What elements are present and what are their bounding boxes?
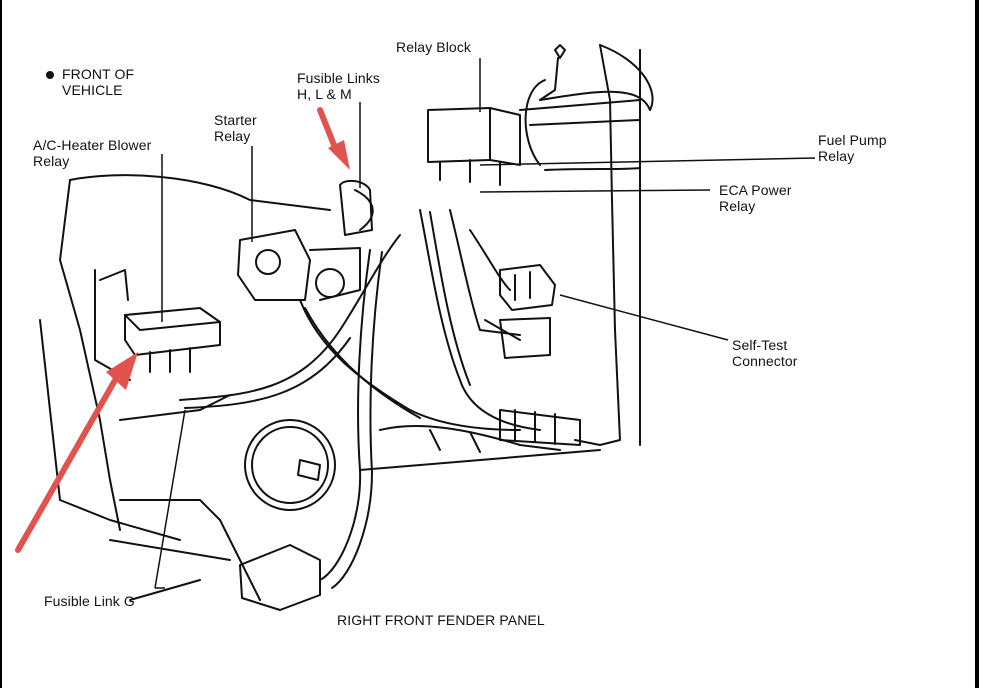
label-fusible-link-g: Fusible Link G bbox=[44, 593, 135, 609]
starter-relay-body bbox=[237, 229, 311, 301]
label-relay-block: Relay Block bbox=[396, 39, 472, 55]
label-self-test-connector: Self-Test Connector bbox=[732, 337, 798, 369]
grommet-ring bbox=[244, 419, 336, 511]
leader-eca-power bbox=[479, 189, 711, 193]
label-right-front-fender-panel: RIGHT FRONT FENDER PANEL bbox=[337, 612, 545, 628]
leader-lines bbox=[154, 58, 816, 589]
fusible-links-body bbox=[339, 179, 373, 236]
label-starter-relay: Starter Relay bbox=[214, 112, 257, 144]
frame-border-left bbox=[0, 0, 2, 688]
lower-box bbox=[239, 544, 321, 611]
arrow-fusible-links-head bbox=[328, 140, 350, 170]
label-eca-power-relay: ECA Power Relay bbox=[719, 182, 792, 214]
frame-border-right bbox=[975, 0, 979, 688]
firewall-outline bbox=[574, 44, 621, 446]
leader-fusible-link-g bbox=[154, 409, 186, 589]
red-arrows bbox=[15, 107, 350, 553]
label-fusible-links: Fusible Links H, L & M bbox=[297, 70, 381, 102]
arrow-fusible-links-shaft bbox=[317, 107, 339, 153]
label-front-of-vehicle: FRONT OF VEHICLE bbox=[62, 66, 135, 98]
main-harness bbox=[179, 234, 401, 401]
leader-fuel-pump bbox=[479, 157, 816, 166]
self-test-connector-body bbox=[499, 264, 556, 311]
front-bullet-icon bbox=[46, 71, 54, 79]
arrow-ac-blower-head bbox=[106, 352, 138, 390]
arrow-ac-blower-shaft bbox=[15, 372, 121, 553]
label-ac-heater-blower-relay: A/C-Heater Blower Relay bbox=[33, 137, 152, 169]
fender-panel-outline bbox=[69, 174, 331, 211]
ac-blower-relay-body bbox=[124, 307, 221, 356]
label-fuel-pump-relay: Fuel Pump Relay bbox=[818, 132, 887, 164]
relay-block-body bbox=[427, 107, 491, 163]
leader-self-test bbox=[559, 294, 729, 341]
